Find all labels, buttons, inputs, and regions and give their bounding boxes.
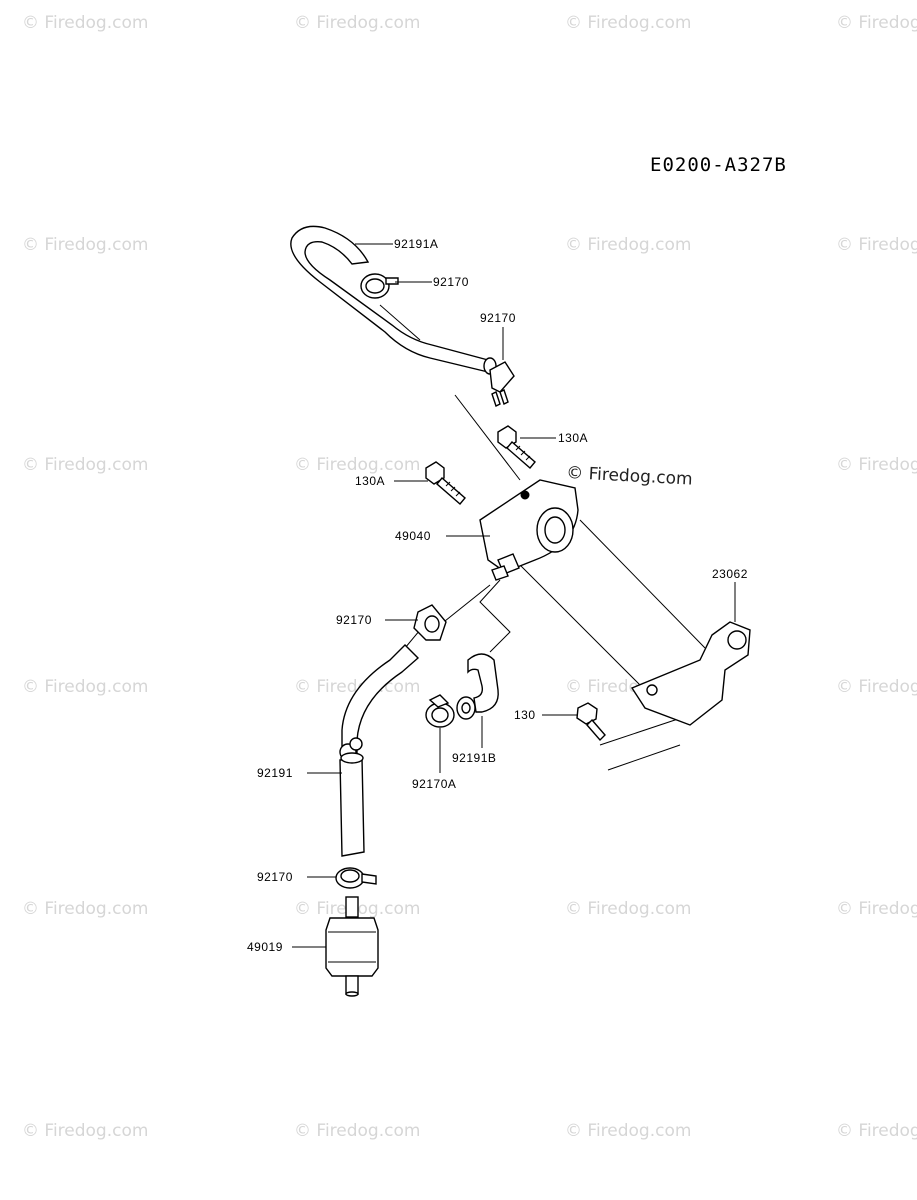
watermark-layer: © Firedog.com © Firedog.com © Firedog.co… [22, 13, 917, 1141]
watermark: © Firedog.com [22, 1121, 148, 1141]
clamp-92170-lower [335, 867, 377, 889]
callout-labels: 92191A 92170 92170 130A 130A 49040 23062… [247, 237, 748, 954]
clamp-92170-right [489, 361, 515, 407]
watermark: © Firedog.com [294, 455, 420, 475]
watermark: © Firedog.com [836, 1121, 917, 1141]
hose-92191 [339, 644, 420, 857]
bolt-130 [576, 702, 606, 742]
watermark: © Firedog.com [836, 899, 917, 919]
callout-92191b: 92191B [452, 751, 496, 765]
bolt-130a-upper [497, 425, 536, 469]
callout-92170: 92170 [336, 613, 372, 627]
bolt-130a-lower [425, 461, 466, 505]
clamp-92170-top [360, 273, 399, 299]
clamp-92170-middle [413, 604, 447, 641]
bracket-23062 [630, 621, 751, 726]
callout-92191a: 92191A [394, 237, 438, 251]
watermark: © Firedog.com [22, 899, 148, 919]
callout-92170: 92170 [257, 870, 293, 884]
watermark: © Firedog.com [836, 13, 917, 33]
watermark: © Firedog.com [836, 235, 917, 255]
callout-92170a: 92170A [412, 777, 456, 791]
watermark-center: © Firedog.com [566, 463, 693, 490]
callout-49040: 49040 [395, 529, 431, 543]
callout-49019: 49019 [247, 940, 283, 954]
clamp-92170a [425, 694, 455, 728]
watermark: © Firedog.com [22, 235, 148, 255]
watermark: © Firedog.com [565, 235, 691, 255]
watermark: © Firedog.com [22, 13, 148, 33]
callout-130a: 130A [355, 474, 385, 488]
watermark: © Firedog.com [836, 677, 917, 697]
watermark: © Firedog.com [22, 677, 148, 697]
watermark: © Firedog.com [836, 455, 917, 475]
callout-92191: 92191 [257, 766, 293, 780]
washer [456, 696, 476, 720]
watermark: © Firedog.com [22, 455, 148, 475]
diagram-code: E0200-A327B [650, 154, 787, 176]
fuel-filter-49019 [325, 896, 379, 997]
watermark: © Firedog.com [294, 1121, 420, 1141]
fuel-pump-49040 [479, 479, 579, 581]
callout-130: 130 [514, 708, 536, 722]
watermark: © Firedog.com [565, 13, 691, 33]
callout-23062: 23062 [712, 567, 748, 581]
leader-lines [292, 243, 736, 948]
callout-130a: 130A [558, 431, 588, 445]
callout-92170: 92170 [433, 275, 469, 289]
watermark: © Firedog.com [565, 899, 691, 919]
callout-92170: 92170 [480, 311, 516, 325]
watermark: © Firedog.com [565, 1121, 691, 1141]
watermark: © Firedog.com [294, 13, 420, 33]
